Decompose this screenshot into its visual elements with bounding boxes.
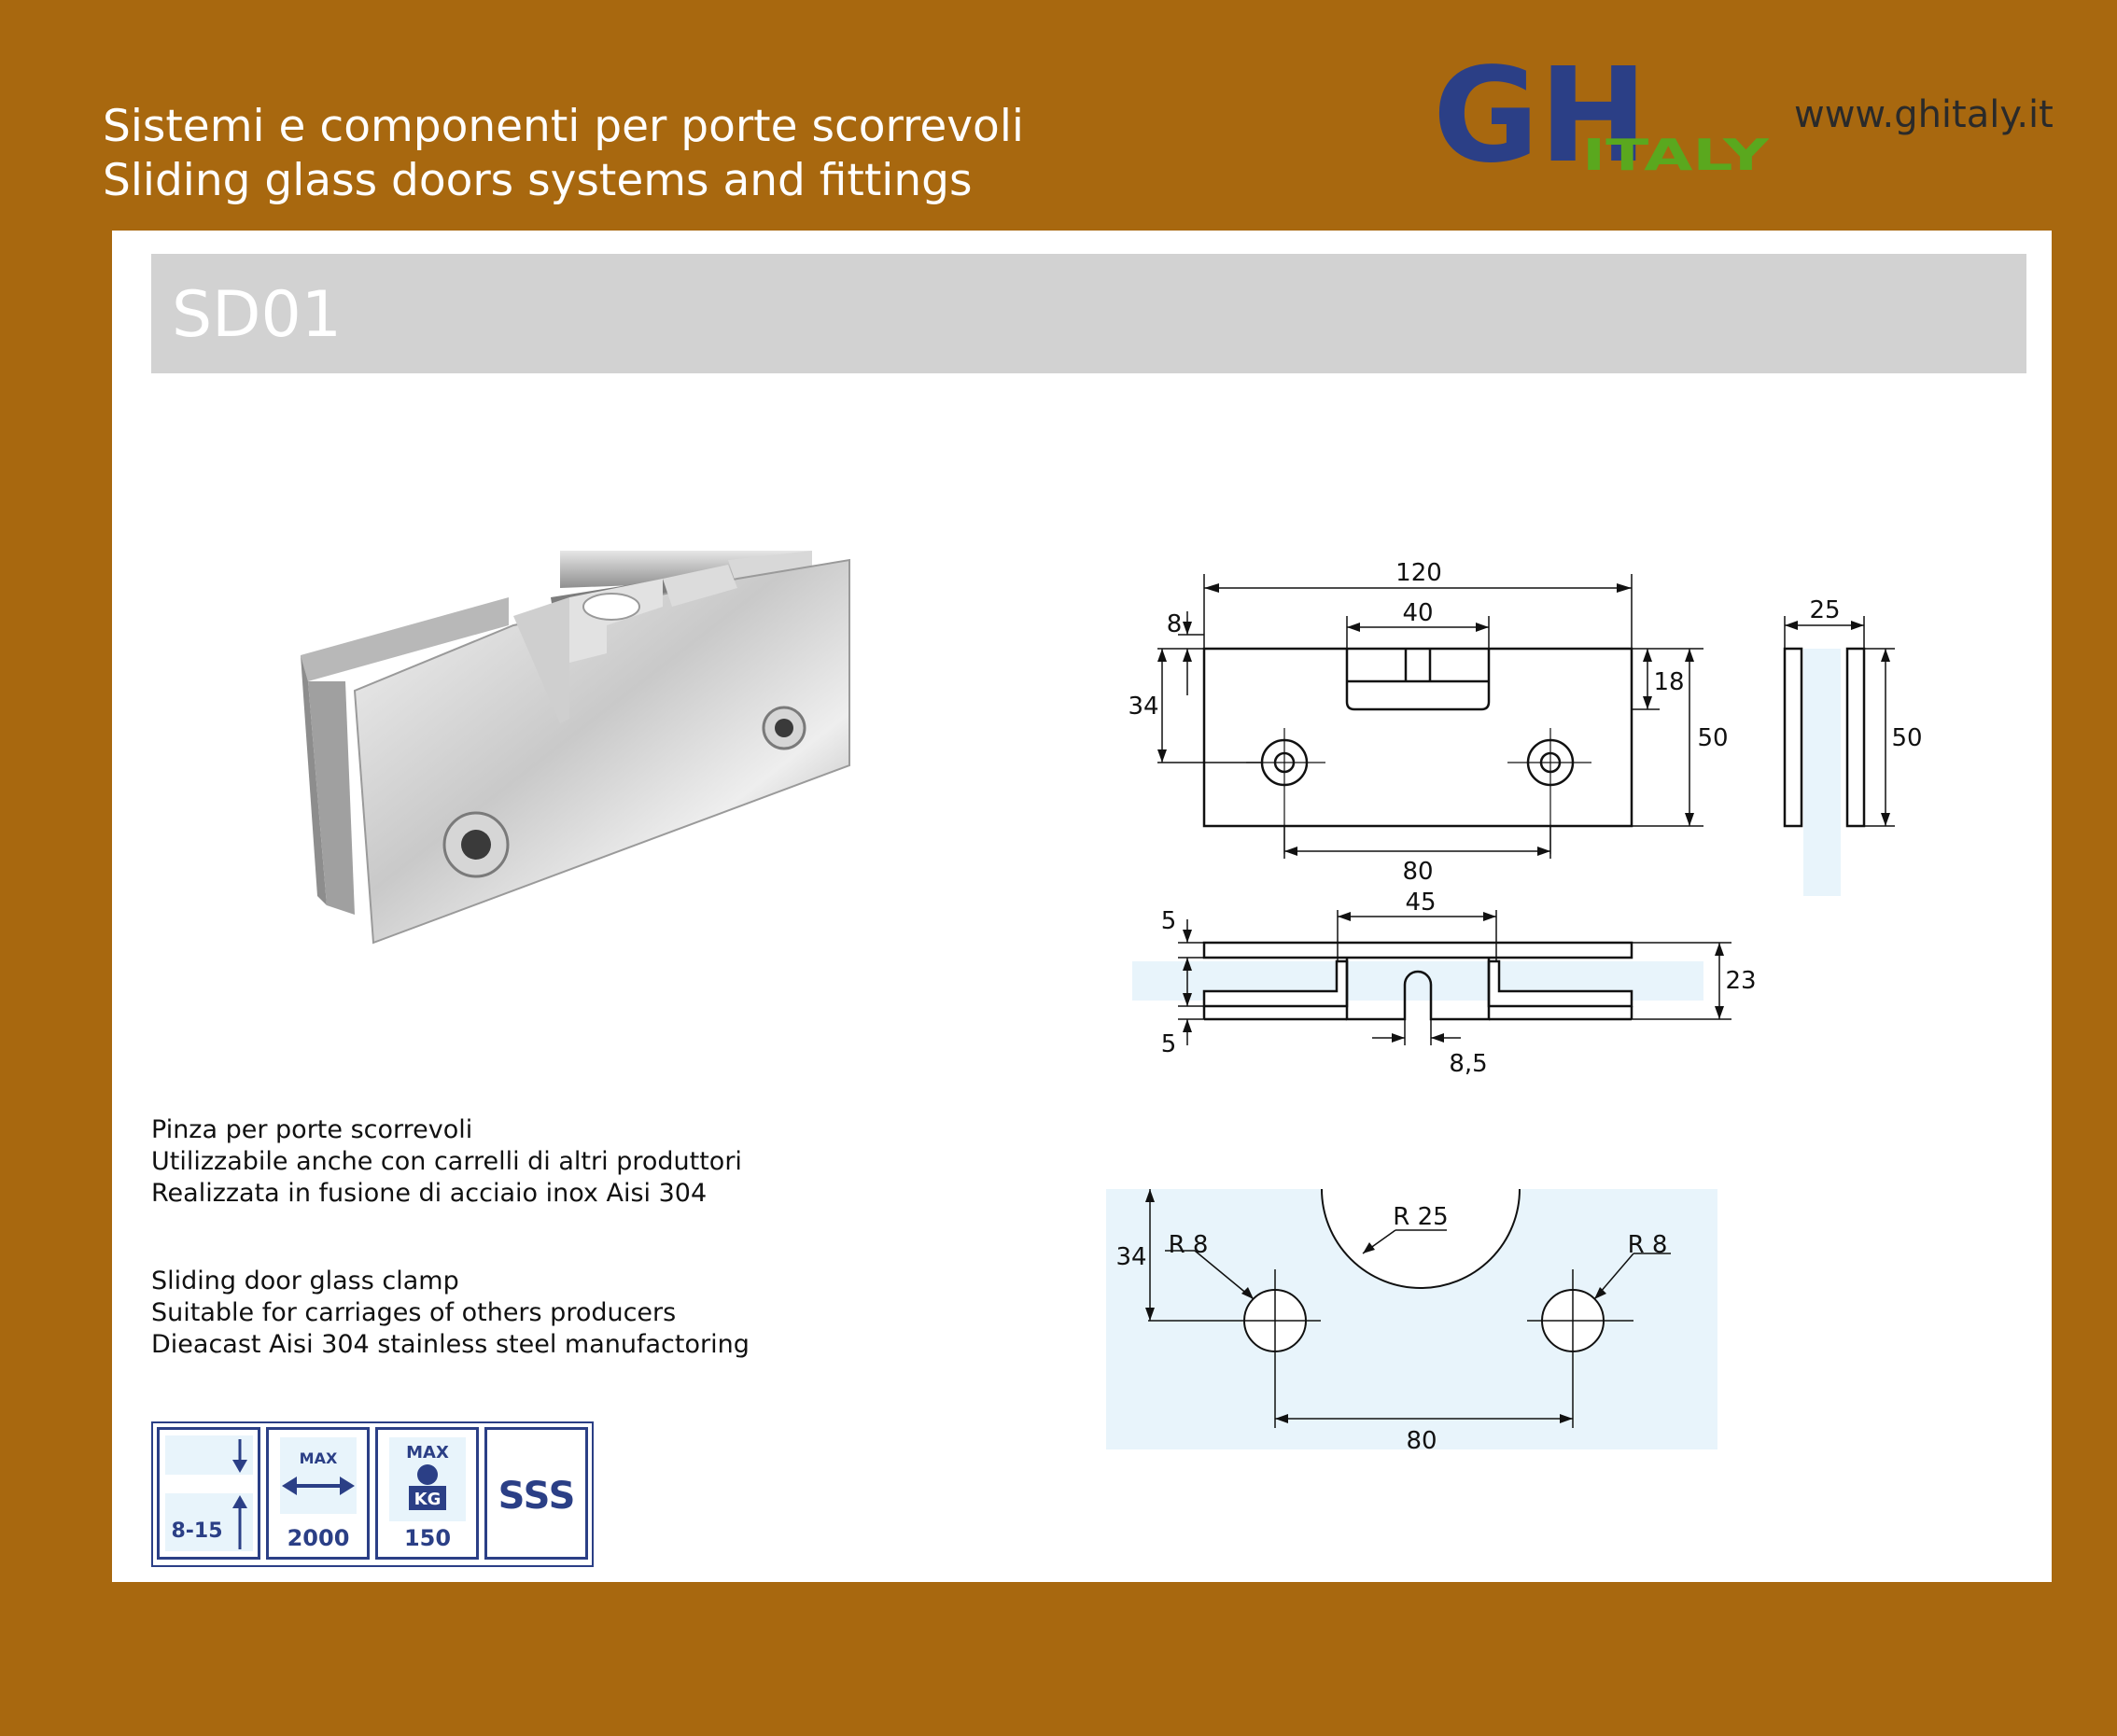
max-width-value: 2000 [287, 1525, 350, 1551]
material-icon: SSS [484, 1427, 588, 1560]
gh-italy-logo: GH ITALY [1433, 58, 1769, 179]
dim-top-plate-top: 5 [1161, 907, 1177, 935]
description-line: Pinza per porte scorrevoli [151, 1115, 473, 1144]
dim-top-slot: 8,5 [1449, 1050, 1487, 1078]
logo-sub: ITALY [1582, 130, 1769, 179]
logo-letters: GH [1433, 58, 1647, 179]
description-line: Sliding door glass clamp [151, 1267, 459, 1295]
max-width-icon: MAX 2000 [266, 1427, 370, 1560]
dim-front-height: 50 [1697, 724, 1728, 752]
max-weight-value: 150 [404, 1525, 451, 1551]
max-width-label: MAX [300, 1449, 338, 1467]
glass-thickness-value: 8-15 [171, 1519, 222, 1543]
dim-glass-height: 34 [1115, 1243, 1146, 1271]
description-english: Sliding door glass clamp Suitable for ca… [151, 1266, 750, 1361]
dim-glass-hole-spacing: 80 [1406, 1427, 1437, 1455]
dim-front-top-offset: 8 [1167, 610, 1183, 638]
dim-front-hole-spacing: 80 [1402, 858, 1433, 886]
dim-top-plate-bottom: 5 [1161, 1030, 1177, 1058]
kg-label: KG [414, 1490, 442, 1509]
dim-front-hole-height: 34 [1128, 693, 1158, 721]
dim-front-width: 120 [1395, 559, 1442, 587]
dim-glass-radius-right: R 8 [1628, 1231, 1668, 1259]
dim-front-notch-depth: 18 [1653, 668, 1684, 696]
website-link[interactable]: www.ghitaly.it [1794, 93, 2054, 136]
dim-front-notch: 40 [1402, 599, 1433, 627]
dim-top-total: 23 [1725, 967, 1756, 995]
description-line: Dieacast Aisi 304 stainless steel manufa… [151, 1330, 750, 1359]
description-line: Suitable for carriages of others produce… [151, 1298, 677, 1327]
title-bar: SD01 [151, 254, 2026, 373]
product-code: SD01 [172, 278, 343, 352]
description-line: Realizzata in fusione di acciaio inox Ai… [151, 1179, 708, 1208]
description-italian: Pinza per porte scorrevoli Utilizzabile … [151, 1114, 742, 1210]
max-weight-icon: MAX KG 150 [375, 1427, 479, 1560]
glass-thickness-icon: 8-15 [157, 1427, 260, 1560]
material-value: SSS [498, 1475, 576, 1518]
max-weight-label: MAX [406, 1443, 449, 1463]
product-photo [301, 551, 850, 945]
dim-side-thickness: 25 [1809, 596, 1840, 624]
dim-glass-radius-left: R 8 [1169, 1231, 1209, 1259]
dim-side-height: 50 [1891, 724, 1922, 752]
dim-top-inner: 45 [1405, 889, 1436, 917]
dim-glass-radius-notch: R 25 [1393, 1203, 1448, 1231]
header-title-english: Sliding glass doors systems and fittings [103, 155, 973, 206]
description-line: Utilizzabile anche con carrelli di altri… [151, 1147, 742, 1176]
header-title-italian: Sistemi e componenti per porte scorrevol… [103, 101, 1024, 152]
spec-icons: 8-15 MAX 2000 MAX KG 150 SSS [151, 1421, 594, 1567]
